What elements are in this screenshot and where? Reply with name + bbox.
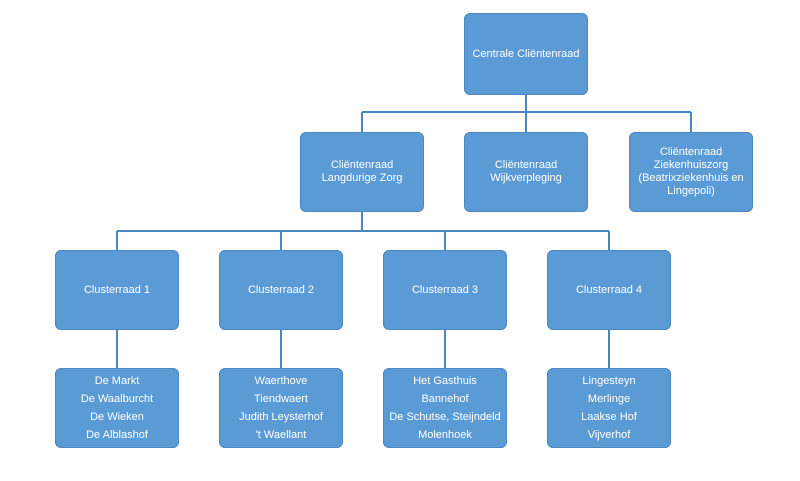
box-text-line: De Schutse, Steijndeld (389, 411, 501, 423)
box-text-line: Tiendwaert (253, 393, 308, 405)
locations-cluster-1-box: De Markt De Waalburcht De Wieken De Alblash… (55, 368, 179, 448)
box-text-line: Clusterraad 4 (575, 283, 643, 296)
box-text-line: Laakse Hof (581, 411, 637, 423)
box-text-line: Cliëntenraad (659, 146, 723, 158)
box-text-line: 't Waellant (255, 429, 307, 441)
cluster-2-box: Clusterraad 2 (219, 250, 343, 330)
box-text-line: Cliëntenraad (330, 159, 394, 171)
box-text-line: Langdurige Zorg (321, 172, 403, 184)
box-text-line: Lingesteyn (582, 375, 636, 387)
root-box: Centrale Cliëntenraad (464, 13, 588, 95)
box-text-line: Clusterraad 1 (83, 283, 151, 296)
box-text-line: Waerthove (254, 375, 308, 387)
box-text-line: Ziekenhuiszorg (653, 159, 729, 171)
cluster-3-box: Clusterraad 3 (383, 250, 507, 330)
box-text-line: De Waalburcht (80, 393, 154, 405)
box-text-line: Het Gasthuis (413, 375, 477, 387)
box-text-line: Centrale Cliëntenraad (472, 47, 580, 60)
cluster-1-box: Clusterraad 1 (55, 250, 179, 330)
box-text-line: Merlinge (587, 393, 631, 405)
box-text-line: Vijverhof (587, 429, 631, 441)
cluster-4-box: Clusterraad 4 (547, 250, 671, 330)
box-text-line: De Markt (94, 375, 140, 387)
box-text-line: Bannehof (421, 393, 469, 405)
box-text-line: Cliëntenraad (494, 159, 558, 171)
box-text-line: Lingepoli) (667, 185, 715, 197)
box-text-line: (Beatrixziekenhuis en (638, 172, 744, 184)
box-text-line: Judith Leysterhof (239, 411, 323, 423)
box-text-line: Wijkverpleging (490, 172, 562, 184)
box-text-line: Clusterraad 2 (247, 283, 315, 296)
box-text-line: Molenhoek (418, 429, 472, 441)
box-text-line: De Wieken (90, 411, 144, 423)
box-text-line: De Alblashof (86, 429, 148, 441)
box-text-line: Clusterraad 3 (411, 283, 479, 296)
